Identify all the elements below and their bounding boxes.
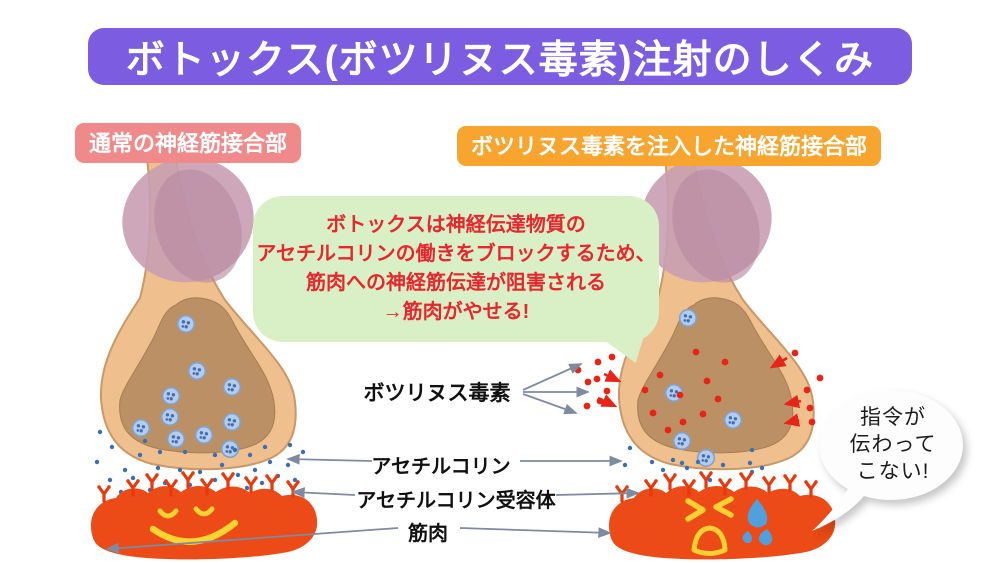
muscle-arrow-right: [459, 527, 612, 539]
title-banner: ボトックス(ボツリヌス毒素)注射のしくみ: [88, 28, 912, 85]
speech-line: 伝わって: [849, 433, 937, 456]
speech-bubble-text: 指令が 伝わって こない!: [850, 404, 937, 485]
speech-bubble-icon: [812, 390, 963, 531]
botulinum-toxin-label: ボツリヌス毒素: [363, 382, 511, 405]
muscle-icon: [609, 471, 835, 559]
explanation-line: アセチルコリンの働きをブロックするため、: [256, 243, 656, 265]
page-title: ボトックス(ボツリヌス毒素)注射のしくみ: [125, 38, 875, 82]
explanation-bubble: ボトックスは神経伝達物質の アセチルコリンの働きをブロックするため、 筋肉への神…: [253, 196, 659, 363]
acetylcholine-receptor-label: アセチルコリン受容体: [356, 490, 556, 512]
explanation-line: ボトックスは神経伝達物質の: [326, 214, 586, 236]
toxin-arrow-bottom: [522, 393, 578, 415]
speech-line: こない!: [856, 460, 930, 483]
injected-neuromuscular-junction: [574, 139, 836, 560]
toxin-dots-inside: [641, 348, 729, 434]
sweat-drops-icon: [742, 499, 773, 546]
explanation-line: 筋肉への神経筋伝達が阻害される: [306, 272, 606, 294]
muscle-arrow-left: [105, 527, 399, 554]
muscle-label: 筋肉: [408, 523, 448, 545]
receptor-arrow-right: [555, 487, 640, 499]
acetylcholine-arrow-left: [286, 453, 373, 465]
explanation-line: →筋肉がやせる!: [382, 301, 530, 323]
distressed-face-icon: [685, 496, 773, 556]
injected-junction-label: ボツリヌス毒素を注入した神経筋接合部: [457, 126, 882, 166]
toxin-arrow-top: [522, 363, 583, 391]
happy-face-icon: [149, 506, 239, 545]
receptor-arrow-left: [291, 487, 356, 498]
label-arrows: [105, 363, 640, 554]
toxin-dots-left-cluster: [574, 353, 622, 410]
toxin-dots-right-cluster: [769, 349, 824, 427]
acetylcholine-label: アセチルコリン: [371, 456, 511, 478]
speech-line: 指令が: [859, 406, 926, 429]
normal-junction-label: 通常の神経筋接合部: [75, 123, 302, 163]
